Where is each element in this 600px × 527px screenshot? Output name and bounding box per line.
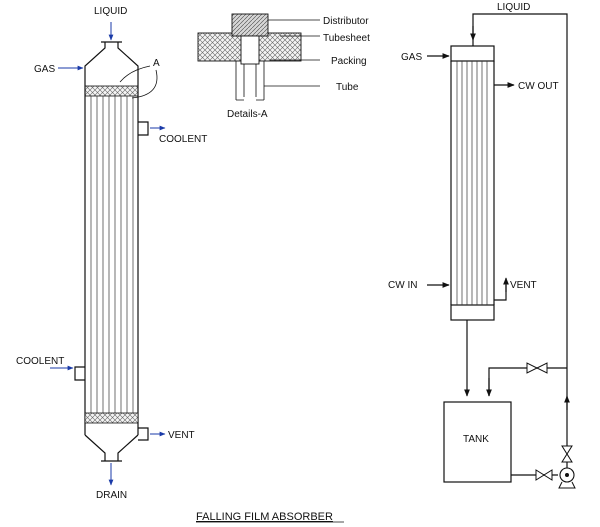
packing-label: Packing: [331, 56, 367, 67]
right-column-bottom-head: [450, 304, 495, 321]
left-flow-arrows: [50, 22, 166, 486]
pump: [558, 467, 576, 489]
callout-a-label: A: [153, 58, 160, 69]
diagram-title: FALLING FILM ABSORBER: [196, 511, 333, 523]
tank-label: TANK: [463, 434, 489, 445]
coolent-top-label: COOLENT: [159, 134, 207, 145]
tubesheet-label: Tubesheet: [323, 33, 370, 44]
details-a-distributor-stem: [240, 35, 260, 65]
left-top-packing: [84, 85, 139, 97]
left-absorber-column: [74, 41, 149, 462]
cw-out-label: CW OUT: [518, 81, 559, 92]
gas-left-label: GAS: [34, 64, 55, 75]
left-bottom-head: [84, 434, 139, 462]
gas-right-label: GAS: [401, 52, 422, 63]
callout-a-leader-2: [131, 69, 158, 99]
tube-label: Tube: [336, 82, 359, 93]
left-bottom-packing: [84, 412, 139, 424]
left-tube-bundle: [90, 96, 134, 413]
cw-in-label: CW IN: [388, 280, 417, 291]
liquid-right-label: LIQUID: [497, 2, 530, 13]
vent-left-label: VENT: [168, 430, 195, 441]
left-top-head: [84, 41, 139, 84]
vent-right-pipe: [494, 285, 507, 301]
details-a-label: Details-A: [227, 109, 268, 120]
drain-label: DRAIN: [96, 490, 127, 501]
details-a: Distributor Tubesheet Packing Tube Detai…: [197, 13, 370, 120]
left-coolant-in-nozzle: [74, 366, 85, 381]
details-a-distributor: [231, 13, 269, 37]
tank-outlet-valve: [535, 469, 553, 481]
right-column-top-head: [450, 45, 495, 62]
right-schematic: TANK: [427, 13, 576, 489]
liquid-left-label: LIQUID: [94, 6, 127, 17]
left-coolant-out-nozzle: [138, 121, 149, 136]
return-line-valve: [526, 362, 548, 374]
details-a-tube-walls: [235, 61, 265, 101]
callout-a: A: [119, 58, 160, 99]
tank: [443, 401, 512, 483]
vent-right-label: VENT: [510, 280, 537, 291]
right-tube-bundle: [456, 61, 488, 305]
left-vent-nozzle: [138, 427, 149, 441]
pump-discharge-valve: [561, 445, 573, 463]
distributor-label: Distributor: [323, 16, 369, 27]
callout-a-leader-1: [119, 65, 151, 83]
coolent-bottom-label: COOLENT: [16, 356, 64, 367]
